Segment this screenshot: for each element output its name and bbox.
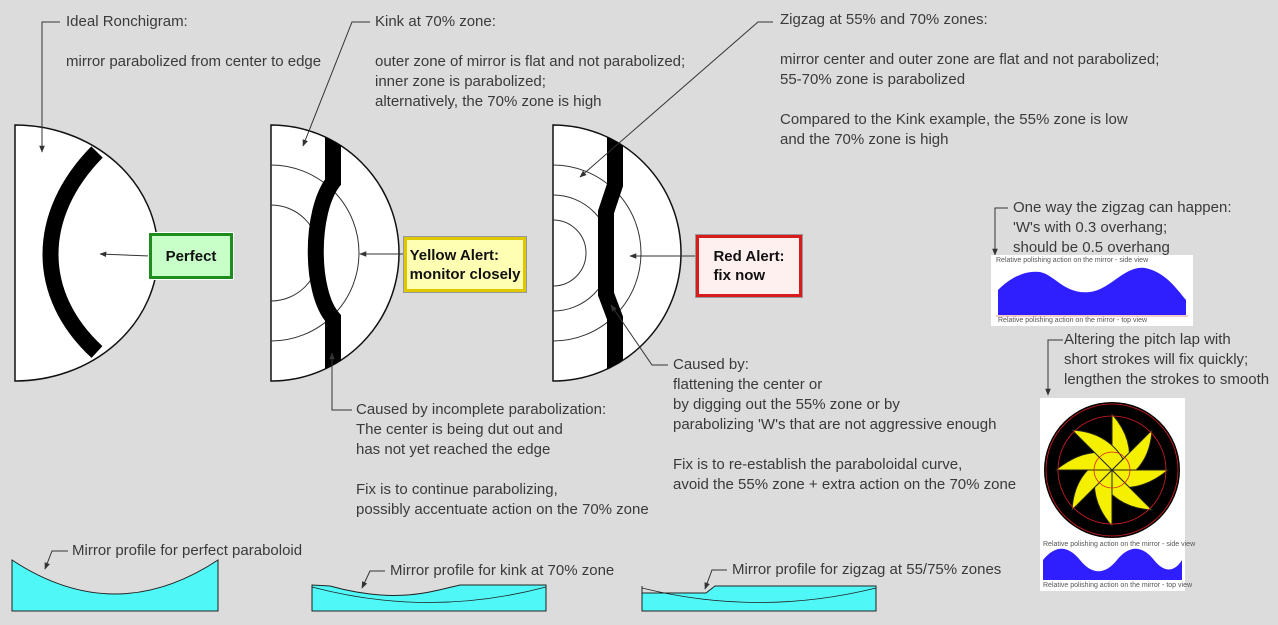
annotation-zigzag-cause: Caused by: flattening the center or by d… — [673, 356, 1017, 493]
profile-zigzag-shape — [641, 585, 877, 612]
ronchigram-zigzag — [552, 124, 682, 382]
lap-plot-side-caption: Relative polishing action on the mirror … — [1043, 541, 1196, 548]
badge-red-alert: Red Alert: fix now — [696, 235, 802, 297]
leader-lines — [39, 21, 1063, 590]
annotation-kink: Kink at 70% zone: outer zone of mirror i… — [375, 13, 686, 110]
profile-kink-shape — [311, 584, 547, 612]
annotation-w-overhang: One way the zigzag can happen: 'W's with… — [1013, 199, 1232, 256]
annotation-ideal-ronchigram: Ideal Ronchigram: mirror parabolized fro… — [66, 13, 322, 70]
profile-perfect-label: Mirror profile for perfect paraboloid — [72, 542, 303, 559]
profile-zigzag-label: Mirror profile for zigzag at 55/75% zone… — [732, 561, 1002, 578]
profile-perfect-shape — [11, 559, 219, 612]
w-plot-side-caption: Relative polishing action on the mirror … — [996, 257, 1149, 264]
annotation-zigzag: Zigzag at 55% and 70% zones: mirror cent… — [780, 11, 1160, 148]
badge-yellow-alert: Yellow Alert: monitor closely — [404, 237, 526, 292]
profile-kink-label: Mirror profile for kink at 70% zone — [390, 562, 615, 579]
annotation-kink-cause: Caused by incomplete parabolization: The… — [356, 401, 649, 518]
badge-perfect: Perfect — [149, 233, 233, 279]
annotation-pitch-lap: Altering the pitch lap with short stroke… — [1064, 331, 1270, 388]
lap-plot-top-caption: Relative polishing action on the mirror … — [1043, 582, 1193, 589]
polishing-plot-w — [991, 255, 1193, 326]
pitch-lap-figure — [1040, 398, 1185, 591]
ronchigram-perfect — [14, 124, 159, 382]
w-plot-top-caption: Relative polishing action on the mirror … — [998, 317, 1148, 324]
ronchigram-kink — [270, 124, 400, 382]
